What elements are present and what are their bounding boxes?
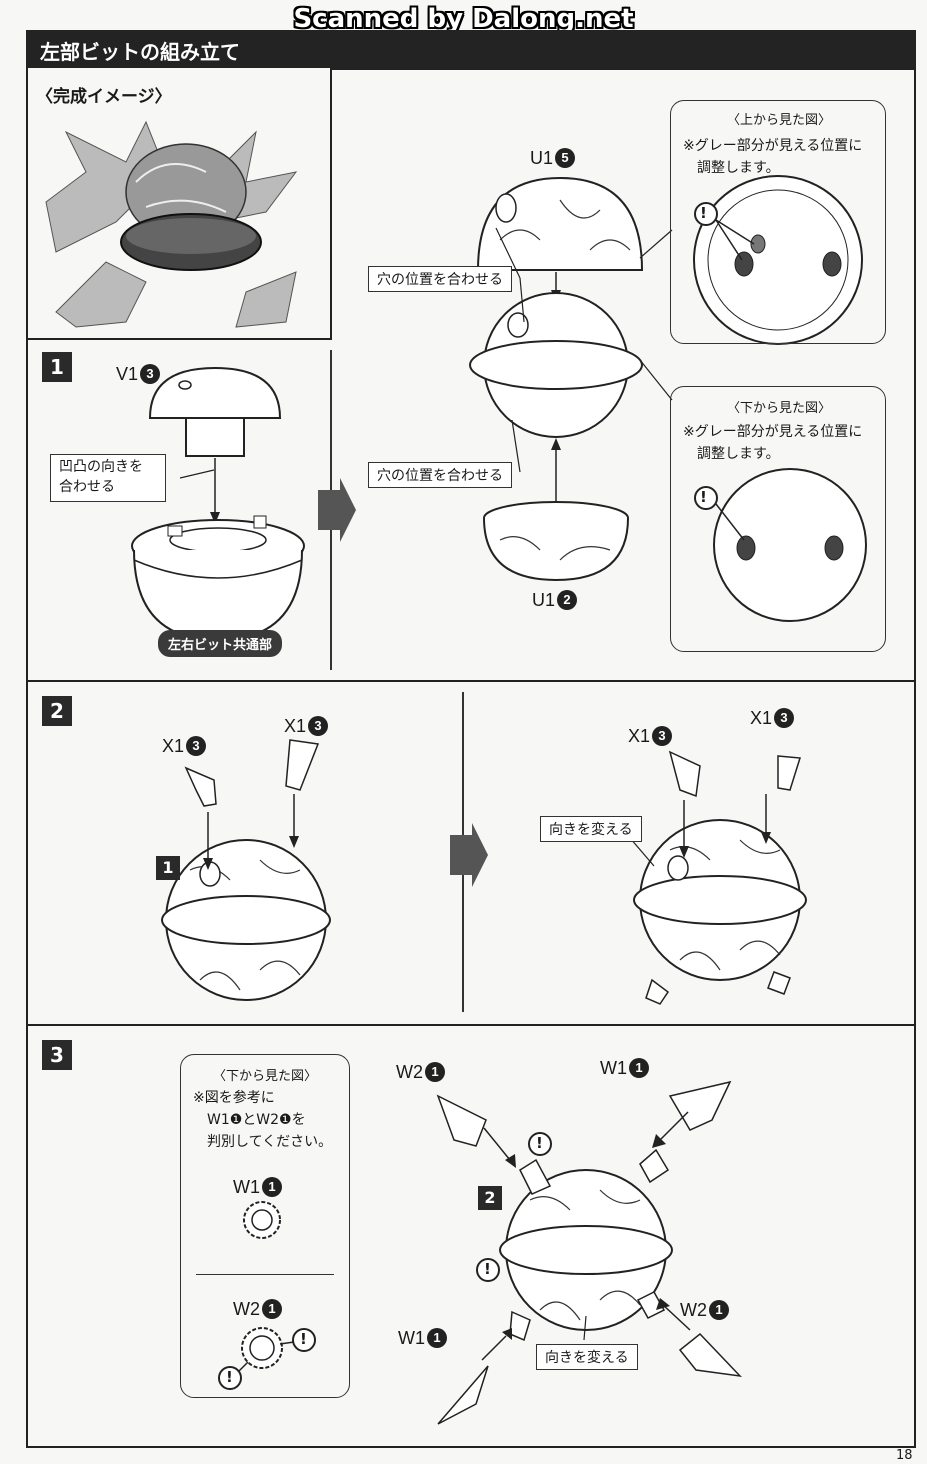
badge-common-part: 左右ビット共通部 bbox=[158, 630, 283, 657]
step-number-2: 2 bbox=[42, 696, 72, 726]
part-v1-num: 3 bbox=[140, 364, 161, 384]
part-w1-bottom-num: 1 bbox=[427, 1328, 447, 1348]
page-number: 18 bbox=[896, 1448, 913, 1463]
divider-step3 bbox=[26, 1024, 916, 1026]
complete-image-title: 〈完成イメージ〉 bbox=[36, 87, 172, 107]
part-w1-bottom-text: W1 bbox=[398, 1328, 425, 1348]
bottom-view-note-2: 調整します。 bbox=[697, 446, 780, 462]
exclamation-icon: ! bbox=[700, 204, 707, 222]
callout-turn-step3: 向きを変える bbox=[536, 1344, 638, 1370]
callout-align-notch: 凹凸の向きを 合わせる bbox=[50, 454, 166, 502]
top-view-note-2: 調整します。 bbox=[697, 160, 780, 176]
part-x1-left-text: X1 bbox=[162, 736, 185, 756]
identify-title: 〈下から見た図〉 bbox=[213, 1069, 318, 1084]
part-x1-right2-num: 3 bbox=[774, 708, 795, 728]
divider-step3-infobox bbox=[196, 1274, 334, 1275]
part-x1-left2-text: X1 bbox=[628, 726, 651, 746]
divider-step2 bbox=[26, 680, 916, 682]
bottom-view-panel: 〈下から見た図〉 ※グレー部分が見える位置に 調整します。 bbox=[670, 386, 886, 652]
part-w2-top-text: W2 bbox=[396, 1062, 423, 1082]
part-w2-bottom-text: W2 bbox=[680, 1300, 707, 1320]
identify-w2-text: W2 bbox=[233, 1299, 260, 1319]
exclamation-icon: ! bbox=[484, 1260, 491, 1278]
identify-w1-num: 1 bbox=[262, 1177, 282, 1197]
section-title-bar: 左部ビットの組み立て bbox=[26, 30, 916, 68]
part-x1-left2-num: 3 bbox=[652, 726, 673, 746]
part-w2-bottom-num: 1 bbox=[709, 1300, 729, 1320]
page-border-right bbox=[914, 68, 916, 1448]
part-x1-right-text: X1 bbox=[284, 716, 307, 736]
page-border-left bbox=[26, 340, 28, 1448]
section-title: 左部ビットの組み立て bbox=[40, 40, 240, 64]
callout-hole-top: 穴の位置を合わせる bbox=[368, 266, 512, 292]
part-x1-left-num: 3 bbox=[186, 736, 207, 756]
identify-w1-text: W1 bbox=[233, 1177, 260, 1197]
bottom-view-title: 〈下から見た図〉 bbox=[727, 401, 832, 416]
callout-turn-step2: 向きを変える bbox=[540, 816, 642, 842]
part-w2-top-num: 1 bbox=[425, 1062, 445, 1082]
divider-step2-vertical bbox=[462, 692, 464, 1012]
identify-line-2: W1❶とW2❶を bbox=[207, 1112, 306, 1128]
part-w1-top-text: W1 bbox=[600, 1058, 627, 1078]
divider-step1-vertical bbox=[330, 350, 332, 670]
ref-step-1: 1 bbox=[156, 856, 180, 880]
callout-hole-bottom: 穴の位置を合わせる bbox=[368, 462, 512, 488]
identify-line-3: 判別してください。 bbox=[207, 1134, 333, 1150]
complete-image-illustration bbox=[45, 120, 298, 328]
identify-w2-num: 1 bbox=[262, 1299, 282, 1319]
step-number-3: 3 bbox=[42, 1040, 72, 1070]
part-v1-text: V1 bbox=[116, 364, 139, 384]
part-x1-right2-text: X1 bbox=[750, 708, 773, 728]
top-view-panel: 〈上から見た図〉 ※グレー部分が見える位置に 調整します。 bbox=[670, 100, 886, 344]
top-view-note-1: ※グレー部分が見える位置に bbox=[683, 138, 863, 154]
bottom-view-note-1: ※グレー部分が見える位置に bbox=[683, 424, 863, 440]
part-w1-top-num: 1 bbox=[629, 1058, 649, 1078]
part-u1-bottom-text: U1 bbox=[532, 590, 556, 610]
exclamation-icon: ! bbox=[300, 1330, 307, 1348]
page-border-top bbox=[330, 68, 916, 70]
exclamation-icon: ! bbox=[226, 1368, 233, 1386]
top-view-title: 〈上から見た図〉 bbox=[727, 113, 832, 128]
complete-image-panel: 〈完成イメージ〉 bbox=[26, 68, 332, 340]
part-u1-top-text: U1 bbox=[530, 148, 554, 168]
watermark: Scanned by Dalong.net bbox=[293, 4, 634, 34]
exclamation-icon: ! bbox=[700, 488, 707, 506]
step-number-1: 1 bbox=[42, 352, 72, 382]
part-u1-bottom-num: 2 bbox=[557, 590, 578, 610]
ref-step-2: 2 bbox=[478, 1186, 502, 1210]
page-border-bottom bbox=[26, 1446, 916, 1448]
part-x1-right-num: 3 bbox=[308, 716, 329, 736]
part-u1-top-num: 5 bbox=[555, 148, 576, 168]
exclamation-icon: ! bbox=[536, 1134, 543, 1152]
identify-line-1: ※図を参考に bbox=[193, 1090, 275, 1106]
